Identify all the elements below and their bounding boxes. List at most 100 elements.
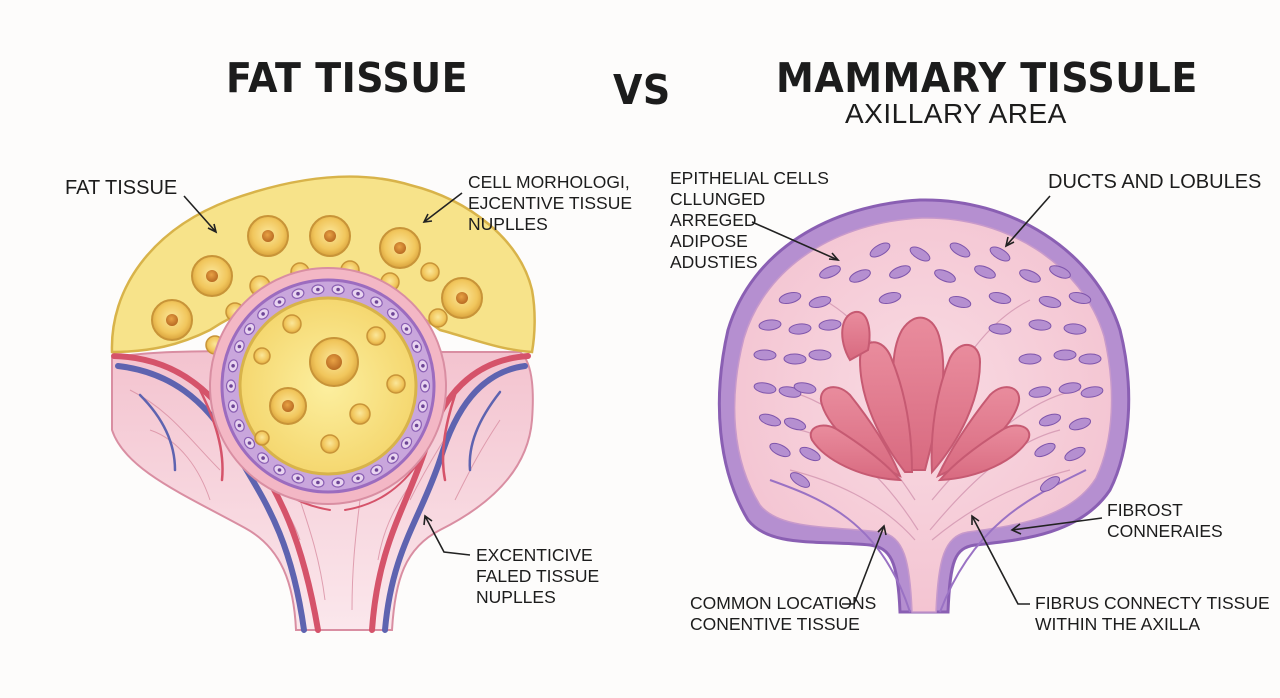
ring-cell-nucleus [391,312,395,316]
label-epithelial-cells: EPITHELIAL CELLS CLLUNGED ARREGED ADIPOS… [670,168,829,273]
epithelial-cell [869,242,891,258]
epithelial-cell [1039,476,1061,492]
epithelial-cell [1034,442,1056,458]
lobule [809,424,903,482]
fat-cell [191,255,233,297]
label-common-locations: COMMON LOCATIONS CONENTIVE TISSUE [690,593,876,635]
leader-lines [183,192,1103,605]
core-cells [253,314,406,454]
epithelial-cell [788,323,812,335]
epithelial-cell [909,246,931,262]
epithelial-cell [988,291,1012,305]
ring-cell-nucleus [374,300,379,304]
epithelial-cell [789,472,811,488]
fat-tissue-illustration [110,175,536,633]
label-line: NUPLLES [468,214,548,234]
ring-cell-nucleus [414,344,419,349]
fat-cell [309,215,351,257]
fat-cell [151,299,193,341]
ring-cell-nucleus [261,456,265,460]
ring-cell-nucleus [231,404,235,409]
ring-cell-nucleus [296,291,300,296]
ring-cell-nucleus [404,441,409,445]
lobule [841,310,871,362]
fat-cell [379,227,421,269]
label-line: NUPLLES [476,587,556,607]
epithelial-cell [889,265,911,279]
epithelial-cell [1078,353,1102,365]
ring-cell-nucleus [261,312,265,316]
epithelial-cell [948,295,972,309]
epithelial-cell [1080,386,1104,398]
left-title: FAT TISSUE [226,54,469,102]
label-line: FALED TISSUE [476,566,600,586]
epithelial-cell [769,442,791,458]
label-line: ADUSTIES [670,252,758,272]
epithelial-cell [1028,386,1052,398]
fat-cell [441,277,483,319]
epithelial-cell [974,265,996,279]
ductal-channels [769,469,1087,613]
lobule [937,424,1031,482]
epithelial-cell [988,323,1012,335]
epithelial-cell [849,269,871,283]
epithelial-cell [1038,413,1062,427]
ring-cell-nucleus [277,468,282,472]
label-line: CELL MORHOLOGI, [468,172,630,192]
ring-cell-nucleus [421,404,425,409]
label-fat-tissue: FAT TISSUE [65,177,178,199]
label-line: EJCENTIVE TISSUE [468,193,633,213]
epithelial-cell [753,349,777,361]
fat-cells [151,215,483,355]
ring-cell-nucleus [237,423,242,428]
epithelial-cell [1053,349,1077,361]
mammary-tissue-illustration [717,198,1131,614]
ring-cell-nucleus [247,327,252,331]
ring-cell-nucleus [336,287,340,292]
epithelial-cell [783,417,807,431]
ring-cell-nucleus [374,468,379,472]
epithelial-cell [1068,417,1092,431]
label-line: ADIPOSE [670,231,748,251]
label-line: CONNERAIES [1107,521,1223,541]
epithelial-cells [753,242,1104,492]
epithelial-cell [1064,446,1086,462]
epithelial-cell [778,291,802,305]
ring-cell-nucleus [247,441,252,445]
label-ducts-lobules: DUCTS AND LOBULES [1048,171,1262,193]
label-line: CLLUNGED [670,189,766,209]
label-line: FIBRUS CONNECTY TISSUE [1035,593,1270,613]
epithelial-cell [758,319,782,331]
epithelial-cell [1038,295,1062,309]
vs-title: VS [613,66,671,114]
epithelial-cell [819,265,841,279]
ring-cell-nucleus [423,384,427,388]
epithelial-cell [1068,291,1092,305]
epithelial-cell [799,446,821,462]
lobule [930,344,982,475]
ring-cell-nucleus [356,476,360,481]
ring-cell-nucleus [316,287,320,292]
epithelial-cell [793,382,817,394]
ring-cell-nucleus [316,480,320,485]
label-line: ARREGED [670,210,757,230]
epithelial-cell [783,353,807,365]
epithelial-cell [878,291,902,305]
epithelial-cell [1018,353,1042,365]
label-line: FIBROST [1107,500,1183,520]
ring-cell-nucleus [414,423,419,428]
epithelial-cell [758,413,782,427]
epithelial-cell [1019,269,1041,283]
epithelial-cell [808,349,832,361]
label-fibrus-connective: FIBRUS CONNECTY TISSUE WITHIN THE AXILLA [1035,593,1270,635]
label-line: EXCENTICIVE [476,545,593,565]
label-excenticive: EXCENTICIVE FALED TISSUE NUPLLES [476,545,599,608]
lobule [858,341,914,473]
label-line: CONENTIVE TISSUE [690,614,860,634]
label-line: EPITHELIAL CELLS [670,168,829,188]
label-fibrost: FIBROST CONNERAIES [1107,500,1223,542]
right-subtitle: AXILLARY AREA [845,98,1067,129]
ring-cell-nucleus [336,480,340,485]
